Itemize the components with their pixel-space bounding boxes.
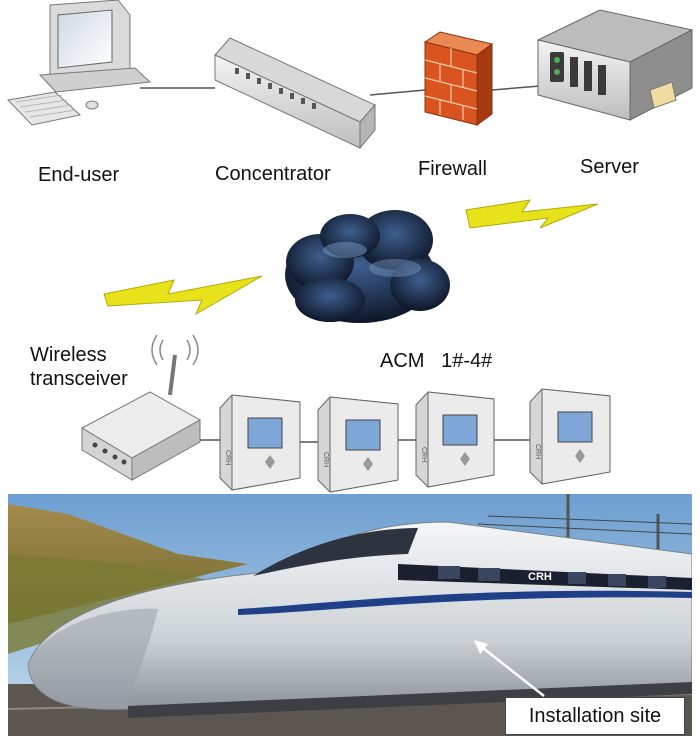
- acm-device-icon: CRH: [317, 396, 399, 493]
- installation-arrow: [477, 643, 545, 697]
- svg-text:CRH: CRH: [420, 447, 427, 462]
- acm-device-icon: CRH: [529, 388, 611, 485]
- cloud-icon: [285, 210, 450, 323]
- firewall-icon: [423, 31, 494, 126]
- wireless-transceiver-icon: [80, 334, 202, 481]
- link-firewall-server: [491, 85, 541, 91]
- link-concentrator-firewall: [369, 89, 426, 96]
- lightning-icon: [465, 199, 599, 229]
- svg-text:CRH: CRH: [224, 450, 231, 465]
- wireless-transceiver-label-line1: Wireless: [30, 344, 107, 366]
- acm-device-icon: CRH: [219, 394, 301, 491]
- svg-text:CRH: CRH: [534, 444, 541, 459]
- concentrator-label: Concentrator: [215, 163, 331, 185]
- concentrator-icon: [214, 37, 376, 150]
- acm-label: ACM 1#-4#: [380, 350, 493, 372]
- firewall-label: Firewall: [418, 158, 487, 180]
- end-user-label: End-user: [38, 164, 120, 186]
- server-icon: [536, 9, 694, 121]
- diagram-graphics: CRH CRH CRH CRH: [6, 0, 694, 493]
- computer-icon: [6, 0, 152, 126]
- lightning-icon: [103, 275, 263, 316]
- installation-site-label: Installation site: [505, 697, 685, 735]
- server-label: Server: [580, 156, 639, 178]
- wireless-transceiver-label-line2: transceiver: [30, 368, 128, 390]
- acm-device-icon: CRH: [415, 391, 495, 488]
- svg-text:CRH: CRH: [322, 452, 329, 467]
- train-logo: CRH: [528, 571, 552, 583]
